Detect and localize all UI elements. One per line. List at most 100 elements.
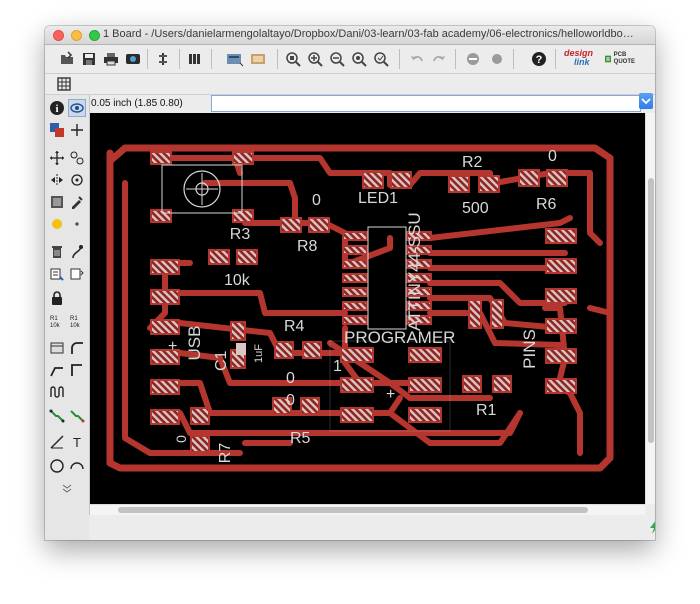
ripup-icon[interactable] [68,361,86,379]
smd-pad [406,231,432,241]
smd-pad [236,249,258,265]
smd-pad [545,348,577,364]
label-r5-value: 0 [286,392,295,409]
optimize-icon[interactable] [68,339,86,357]
display-layers-icon[interactable] [48,121,66,139]
zoom-redraw-icon[interactable] [349,49,369,69]
label-r8: R8 [297,238,318,255]
smd-pad [300,397,320,415]
lock-icon[interactable] [48,289,66,307]
paste-icon[interactable] [48,215,66,233]
horizontal-scrollbar[interactable] [90,504,645,515]
copy-icon[interactable] [68,149,86,167]
ic-right-4-trace [427,280,568,306]
pcb-quote-line1: PCB [613,52,627,58]
smd-pad [390,171,412,189]
vertical-scrollbar[interactable] [645,113,655,504]
parameter-toolbar [45,74,655,95]
help-icon[interactable]: ? [529,49,549,69]
smd-pad [230,321,246,341]
add-icon[interactable] [68,243,86,261]
open-icon[interactable] [57,49,77,69]
save-icon[interactable] [79,49,99,69]
label-r7: R7 [217,443,234,464]
label-r4: R4 [284,318,305,335]
smd-pad [340,407,374,423]
go-icon[interactable] [487,49,507,69]
chevron-down-icon [641,98,651,105]
mirror-icon[interactable] [48,171,66,189]
info-icon[interactable]: i [48,99,66,117]
group-icon[interactable] [48,193,66,211]
arc-icon[interactable] [68,457,86,475]
move-icon[interactable] [48,149,66,167]
print-icon[interactable] [101,49,121,69]
switch-trace [202,180,298,226]
change-icon[interactable] [68,193,86,211]
board-switch-icon[interactable] [225,49,245,69]
smd-pad [340,377,374,393]
wire-icon[interactable] [48,433,66,451]
lightning-icon[interactable] [647,519,655,535]
name-icon[interactable] [48,265,66,283]
smd-pad [408,347,442,363]
zoom-window-button[interactable] [89,30,100,41]
delete-icon[interactable] [48,243,66,261]
usb-gnd-trace [177,350,348,386]
ripup-route-icon[interactable] [68,407,86,425]
eagle-board-window: 1 Board - /Users/danielarmengolaltayo/Dr… [45,26,655,540]
smd-pad [406,259,432,269]
stop-icon[interactable] [463,49,483,69]
script-icon[interactable] [153,49,173,69]
zoom-select-icon[interactable] [371,49,391,69]
lib-icon[interactable] [185,49,205,69]
undo-icon[interactable] [407,49,427,69]
label-r6-value: 0 [548,148,557,165]
meander-icon[interactable] [48,383,66,401]
value-icon[interactable] [68,265,86,283]
grid-icon[interactable] [55,75,73,93]
coordinate-display: 0.05 inch (1.85 0.80) [91,98,183,109]
vertical-scroll-thumb[interactable] [648,178,654,443]
smd-pad [150,151,172,165]
label-r5: R5 [290,430,311,447]
rotate-icon[interactable] [68,171,86,189]
text-icon[interactable]: T [68,433,86,451]
add-wire-icon[interactable] [68,215,86,233]
smd-pad [342,287,368,297]
route-icon[interactable] [48,361,66,379]
zoom-in-icon[interactable] [305,49,325,69]
mark-icon[interactable] [68,121,86,139]
show-icon[interactable] [68,99,86,117]
sheet-icon[interactable] [249,49,269,69]
redo-icon[interactable] [429,49,449,69]
split-icon[interactable] [48,339,66,357]
cam-icon[interactable] [123,49,143,69]
minimize-window-button[interactable] [71,30,82,41]
toolbar-separator [399,49,400,69]
designlink-logo[interactable]: design link [564,49,593,67]
circle-icon[interactable] [48,457,66,475]
route-auto-icon[interactable] [48,407,66,425]
smd-pad [150,259,180,275]
pcb-quote-logo[interactable]: PCB QUOTE [605,49,635,69]
smd-pad [468,299,482,329]
command-input[interactable] [211,95,641,112]
horizontal-scroll-thumb[interactable] [118,507,588,513]
ic-left-top-trace [347,235,393,266]
toolbar-separator [147,49,148,69]
command-history-dropdown[interactable] [639,93,653,109]
zoom-out-icon[interactable] [327,49,347,69]
close-window-button[interactable] [53,30,64,41]
smd-pad [190,435,210,453]
smd-pad [342,259,368,269]
zoom-fit-icon[interactable] [283,49,303,69]
palette-more-icon[interactable] [58,479,76,497]
right-top-trace [547,170,603,246]
smd-pad [406,245,432,255]
